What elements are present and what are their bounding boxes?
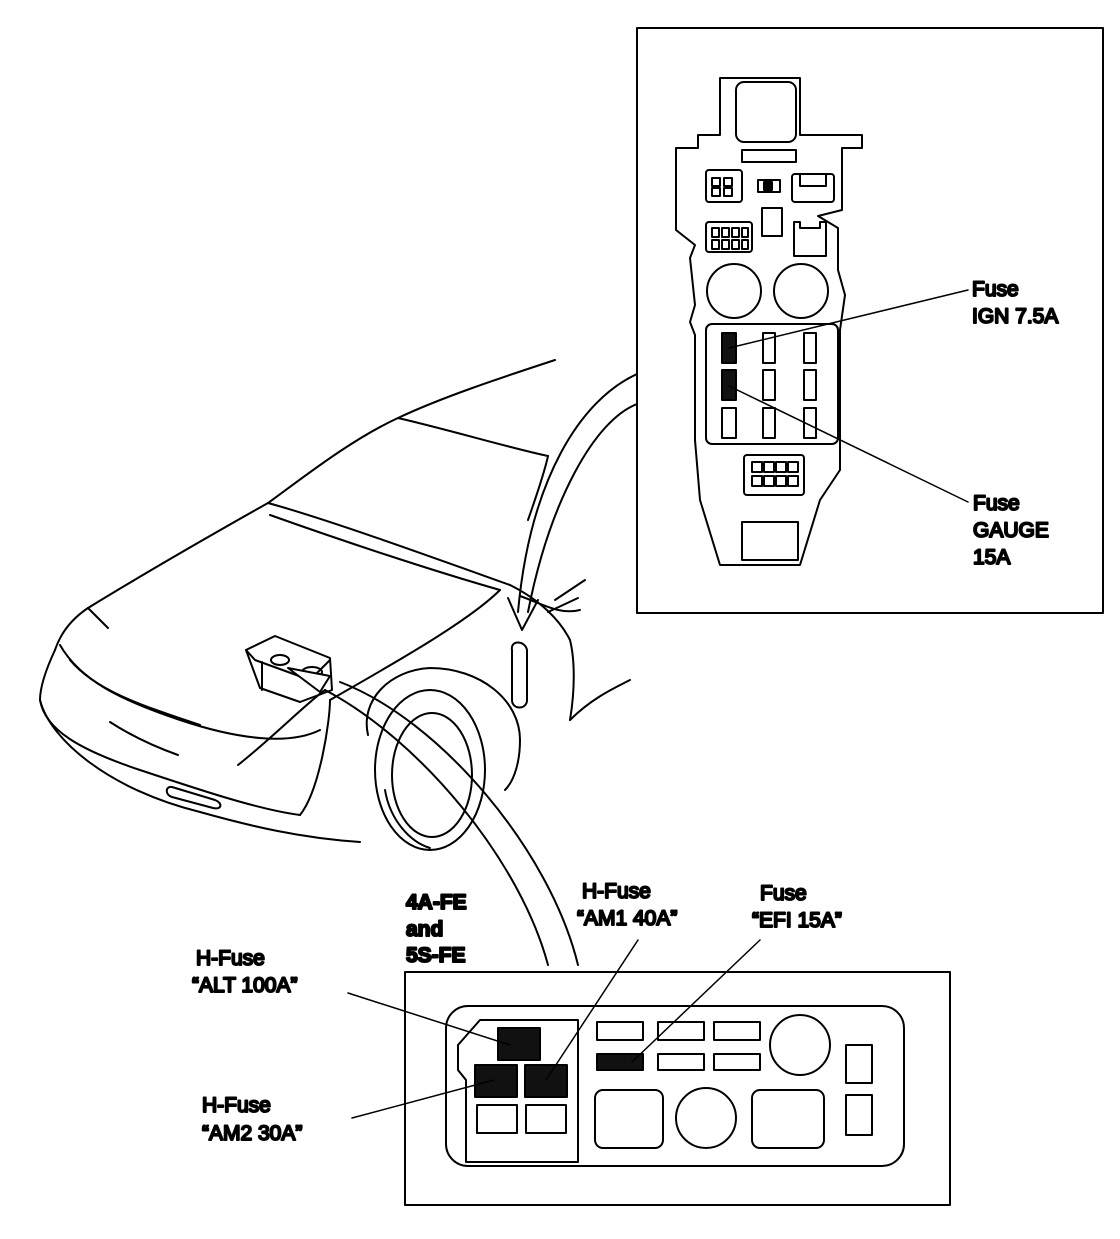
car-illustration — [39, 359, 631, 851]
arrow-to-relay-block — [287, 667, 579, 966]
svg-text:15A: 15A — [973, 546, 1010, 569]
svg-text:IGN 7.5A: IGN 7.5A — [972, 305, 1058, 328]
svg-text:H-Fuse: H-Fuse — [196, 947, 265, 970]
svg-text:“AM2 30A”: “AM2 30A” — [202, 1122, 302, 1145]
svg-text:5S-FE: 5S-FE — [406, 944, 466, 967]
svg-text:Fuse: Fuse — [972, 278, 1019, 301]
label-alt-fuse: H-Fuse “ALT 100A” — [191, 946, 298, 998]
svg-text:Fuse: Fuse — [760, 882, 807, 905]
svg-text:“ALT 100A”: “ALT 100A” — [192, 974, 297, 997]
svg-text:H-Fuse: H-Fuse — [202, 1094, 271, 1117]
svg-text:H-Fuse: H-Fuse — [582, 880, 651, 903]
label-gauge-fuse: Fuse GAUGE 15A — [972, 491, 1050, 570]
label-efi-fuse: Fuse “EFI 15A” — [751, 881, 843, 933]
svg-text:4A-FE: 4A-FE — [406, 891, 467, 914]
svg-text:Fuse: Fuse — [973, 492, 1020, 515]
label-am2-fuse: H-Fuse “AM2 30A” — [201, 1093, 303, 1146]
label-ign-fuse: Fuse IGN 7.5A — [971, 277, 1059, 329]
svg-text:GAUGE: GAUGE — [973, 519, 1049, 542]
relay-block-inset — [347, 939, 951, 1206]
label-am1-fuse: H-Fuse “AM1 40A” — [576, 879, 678, 931]
arrow-to-junction-block — [507, 373, 638, 631]
label-engines: 4A-FE and 5S-FE — [405, 890, 468, 968]
svg-text:“EFI 15A”: “EFI 15A” — [752, 909, 842, 932]
junction-block-inset — [636, 27, 1104, 614]
svg-text:“AM1 40A”: “AM1 40A” — [577, 907, 677, 930]
svg-text:and: and — [406, 918, 443, 941]
